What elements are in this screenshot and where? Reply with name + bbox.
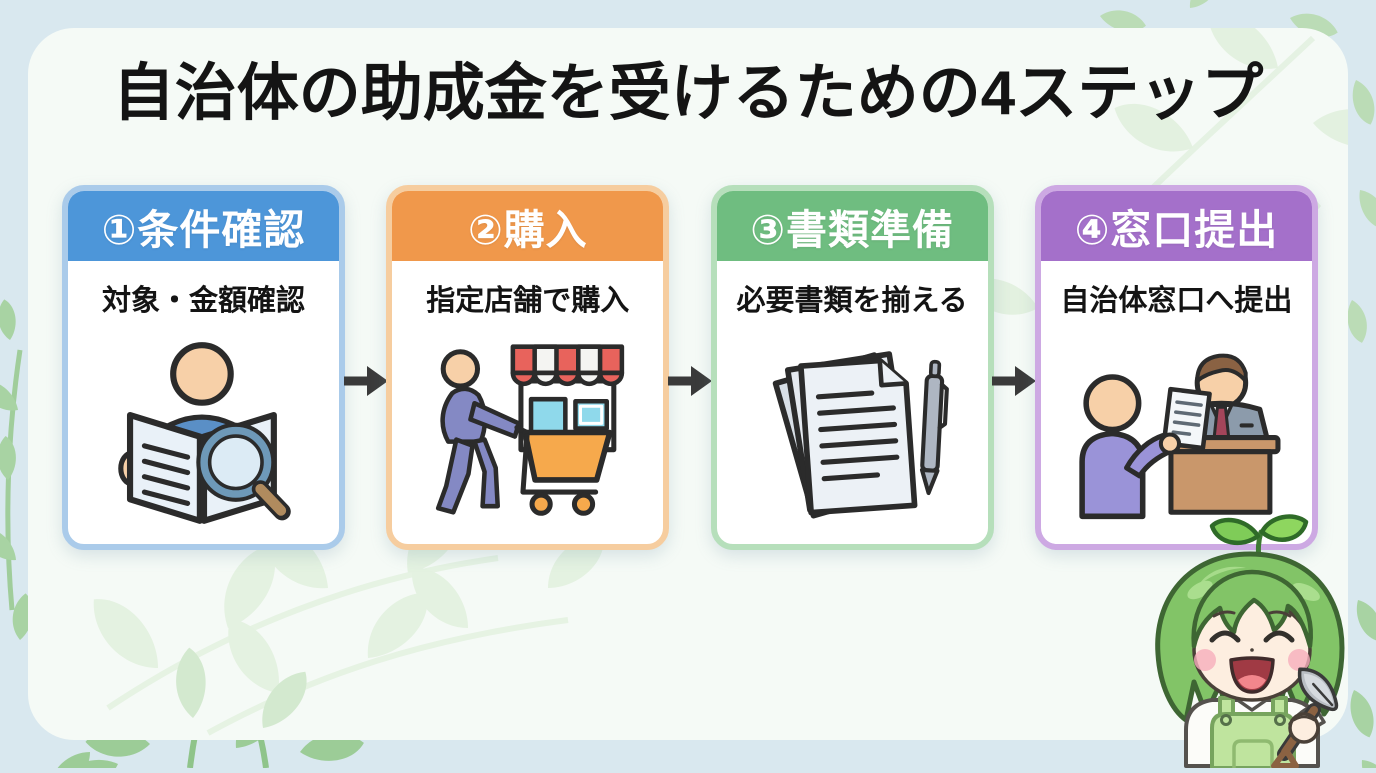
step-2-header: ②購入 bbox=[392, 191, 664, 261]
step-1-header: ①条件確認 bbox=[68, 191, 339, 261]
arrow-right-icon bbox=[343, 366, 388, 396]
person-reading-with-magnifier-icon bbox=[68, 319, 339, 544]
sprout-girl-mascot bbox=[1128, 514, 1360, 770]
steps-row: ①条件確認 対象・金額確認 bbox=[62, 185, 1318, 550]
step-2-caption: 指定店舗で購入 bbox=[426, 285, 630, 317]
step-3-header: ③書類準備 bbox=[716, 191, 988, 261]
step-card-1: ①条件確認 対象・金額確認 bbox=[62, 185, 345, 550]
step-4-caption: 自治体窓口へ提出 bbox=[1060, 285, 1293, 317]
step-4-header-label: ④窓口提出 bbox=[1074, 207, 1279, 253]
arrow-right-icon bbox=[667, 366, 712, 396]
page-title: 自治体の助成金を受けるための4ステップ bbox=[112, 59, 1264, 128]
main-panel: 自治体の助成金を受けるための4ステップ ①条件確認 対象・金額確認 bbox=[28, 28, 1348, 740]
step-card-4: ④窓口提出 自治体窓口へ提出 bbox=[1034, 185, 1318, 550]
flow-arrow-2 bbox=[667, 185, 712, 550]
step-3-caption: 必要書類を揃える bbox=[736, 285, 968, 317]
step-4-header: ④窓口提出 bbox=[1040, 191, 1312, 261]
step-card-2: ②購入 指定店舗で購入 bbox=[386, 185, 670, 550]
step-1-header-label: ①条件確認 bbox=[101, 207, 306, 253]
step-2-header-label: ②購入 bbox=[467, 207, 588, 253]
counter-submission-icon bbox=[1041, 319, 1312, 544]
arrow-right-icon bbox=[992, 366, 1037, 396]
flow-arrow-3 bbox=[992, 185, 1037, 550]
shopper-cart-storefront-icon bbox=[392, 319, 663, 544]
flow-arrow-1 bbox=[343, 185, 388, 550]
step-card-3: ③書類準備 必要書類を揃える bbox=[710, 185, 994, 550]
step-3-header-label: ③書類準備 bbox=[750, 207, 954, 253]
documents-and-pen-icon bbox=[717, 319, 988, 544]
step-1-caption: 対象・金額確認 bbox=[101, 285, 305, 317]
